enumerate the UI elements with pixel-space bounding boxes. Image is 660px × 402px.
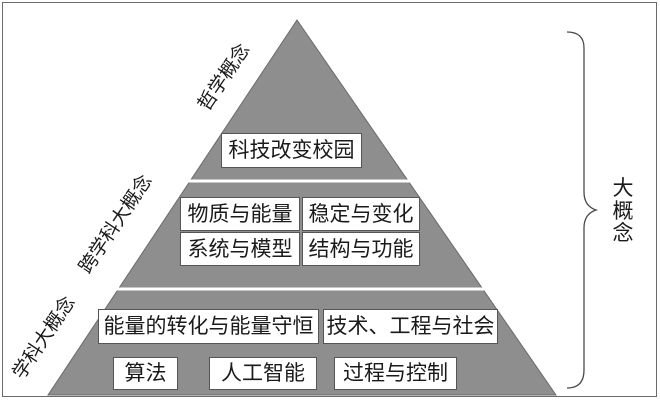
box-systems-and-models: 系统与模型 — [180, 232, 300, 266]
box-stability-and-change: 稳定与变化 — [302, 197, 420, 231]
box-tech-engineering-society: 技术、工程与社会 — [323, 309, 498, 344]
box-tech-changes-campus: 科技改变校园 — [221, 133, 362, 168]
big-concept-label: 大概念 — [612, 176, 634, 246]
box-structure-and-function: 结构与功能 — [302, 232, 420, 266]
box-matter-and-energy: 物质与能量 — [180, 197, 300, 231]
box-process-and-control: 过程与控制 — [334, 357, 457, 390]
curly-brace — [566, 31, 599, 389]
box-energy-conversion-conservation: 能量的转化与能量守恒 — [98, 309, 319, 344]
box-artificial-intelligence: 人工智能 — [209, 357, 317, 390]
box-algorithm: 算法 — [113, 357, 178, 390]
